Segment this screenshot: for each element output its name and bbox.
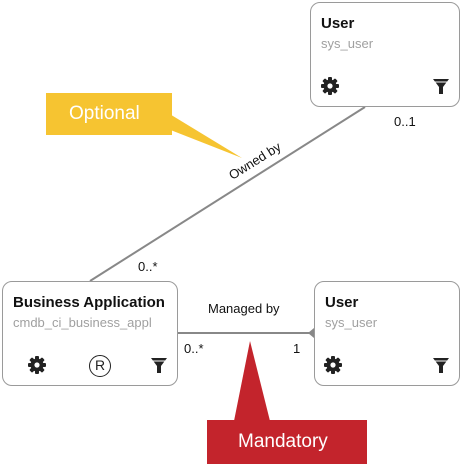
node-table-name: cmdb_ci_business_appl	[13, 315, 152, 330]
gear-icon[interactable]	[27, 355, 47, 375]
node-title: Business Application	[13, 294, 165, 311]
optional-callout-label: Optional	[69, 103, 140, 124]
node-title: User	[325, 294, 359, 311]
registered-icon[interactable]: R	[89, 355, 111, 377]
filter-icon[interactable]	[149, 355, 169, 375]
owned-by-source-cardinality: 0..*	[138, 259, 158, 274]
gear-icon[interactable]	[323, 355, 343, 375]
mandatory-callout-label: Mandatory	[238, 431, 328, 452]
node-table-name: sys_user	[325, 315, 378, 330]
optional-callout	[46, 93, 242, 158]
optional-callout-box	[46, 93, 172, 135]
user-node-bottom[interactable]: User sys_user	[314, 281, 460, 386]
optional-callout-pointer	[168, 113, 242, 158]
gear-icon[interactable]	[320, 76, 340, 96]
managed-by-label: Managed by	[208, 301, 280, 316]
owned-by-target-cardinality: 0..1	[394, 114, 416, 129]
managed-by-source-cardinality: 0..*	[184, 341, 204, 356]
filter-icon[interactable]	[431, 355, 451, 375]
node-table-name: sys_user	[321, 36, 374, 51]
mandatory-callout-pointer	[234, 341, 270, 421]
business-application-node[interactable]: Business Application cmdb_ci_business_ap…	[2, 281, 178, 386]
managed-by-target-cardinality: 1	[293, 341, 301, 356]
mandatory-callout	[207, 341, 367, 464]
user-node-top[interactable]: User sys_user	[310, 2, 460, 107]
node-title: User	[321, 15, 355, 32]
filter-icon[interactable]	[431, 76, 451, 96]
owned-by-connector[interactable]	[89, 106, 366, 282]
mandatory-callout-box	[207, 420, 367, 464]
